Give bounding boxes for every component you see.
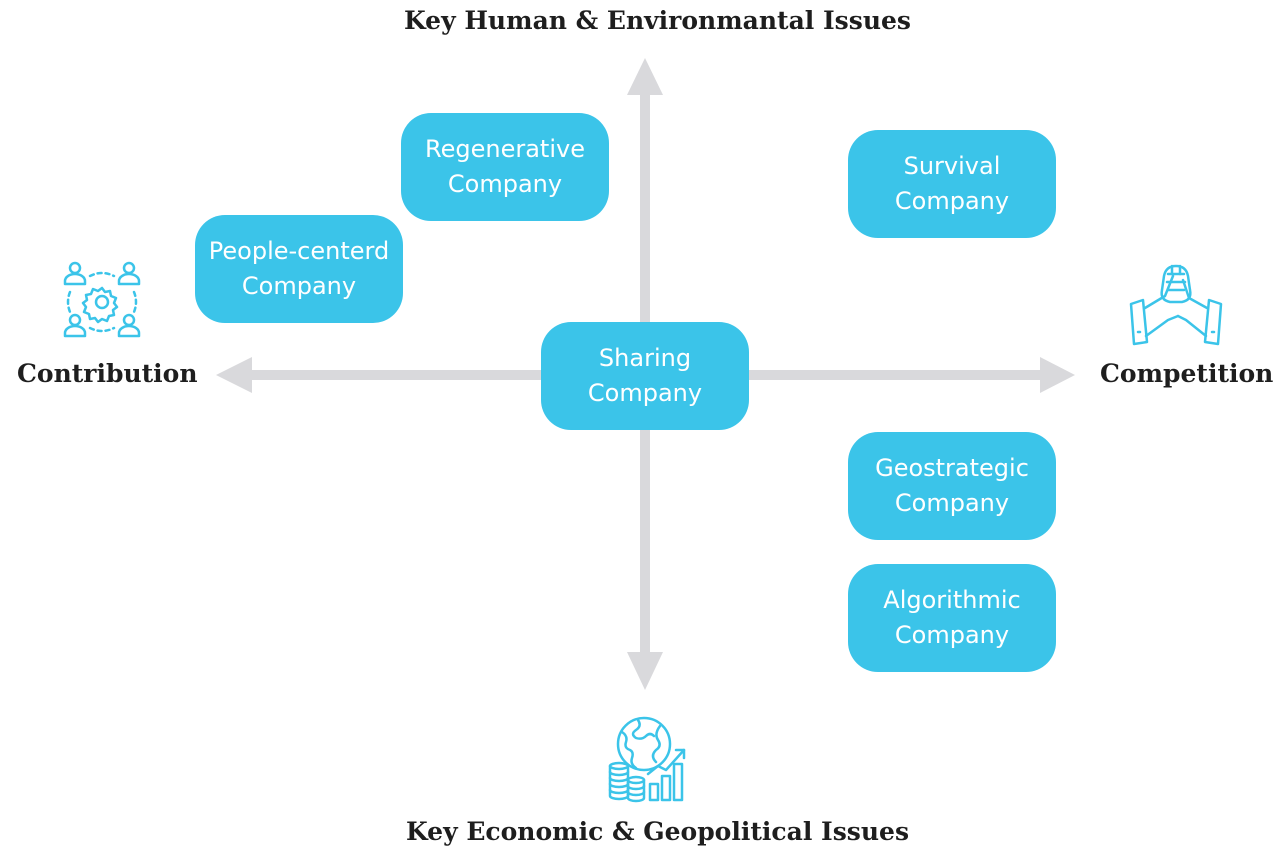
box-line: Regenerative bbox=[425, 135, 585, 163]
arrow-left bbox=[216, 357, 252, 393]
axis-label-bottom: Key Economic & Geopolitical Issues bbox=[406, 817, 910, 846]
arrow-up bbox=[627, 58, 663, 95]
axis-label-top: Key Human & Environmantal Issues bbox=[404, 6, 911, 35]
box-line: Company bbox=[241, 272, 357, 300]
box-line: Geostrategic bbox=[875, 454, 1029, 482]
box-line: Company bbox=[587, 379, 703, 407]
box-line: Company bbox=[894, 187, 1010, 215]
box-line: Company bbox=[894, 489, 1010, 517]
people-centerd-company-box: People-centerd Company bbox=[195, 215, 403, 323]
box-line: Survival bbox=[903, 152, 1001, 180]
box-line: Sharing bbox=[598, 344, 692, 372]
axis-label-left: Contribution bbox=[17, 359, 198, 388]
box-line: People-centerd bbox=[208, 237, 390, 265]
box-line: Company bbox=[447, 170, 563, 198]
arrow-down bbox=[627, 652, 663, 690]
algorithmic-company-box: Algorithmic Company bbox=[848, 564, 1056, 672]
sharing-company-box: Sharing Company bbox=[541, 322, 749, 430]
regenerative-company-box: Regenerative Company bbox=[401, 113, 609, 221]
handshake-icon bbox=[1129, 264, 1223, 346]
box-line: Algorithmic bbox=[883, 586, 1021, 614]
axis-label-right: Competition bbox=[1100, 359, 1274, 388]
globe-coins-chart-icon bbox=[608, 716, 686, 803]
survival-company-box: Survival Company bbox=[848, 130, 1056, 238]
geostrategic-company-box: Geostrategic Company bbox=[848, 432, 1056, 540]
people-gear-icon bbox=[63, 261, 141, 338]
arrow-right bbox=[1040, 357, 1075, 393]
box-line: Company bbox=[894, 621, 1010, 649]
